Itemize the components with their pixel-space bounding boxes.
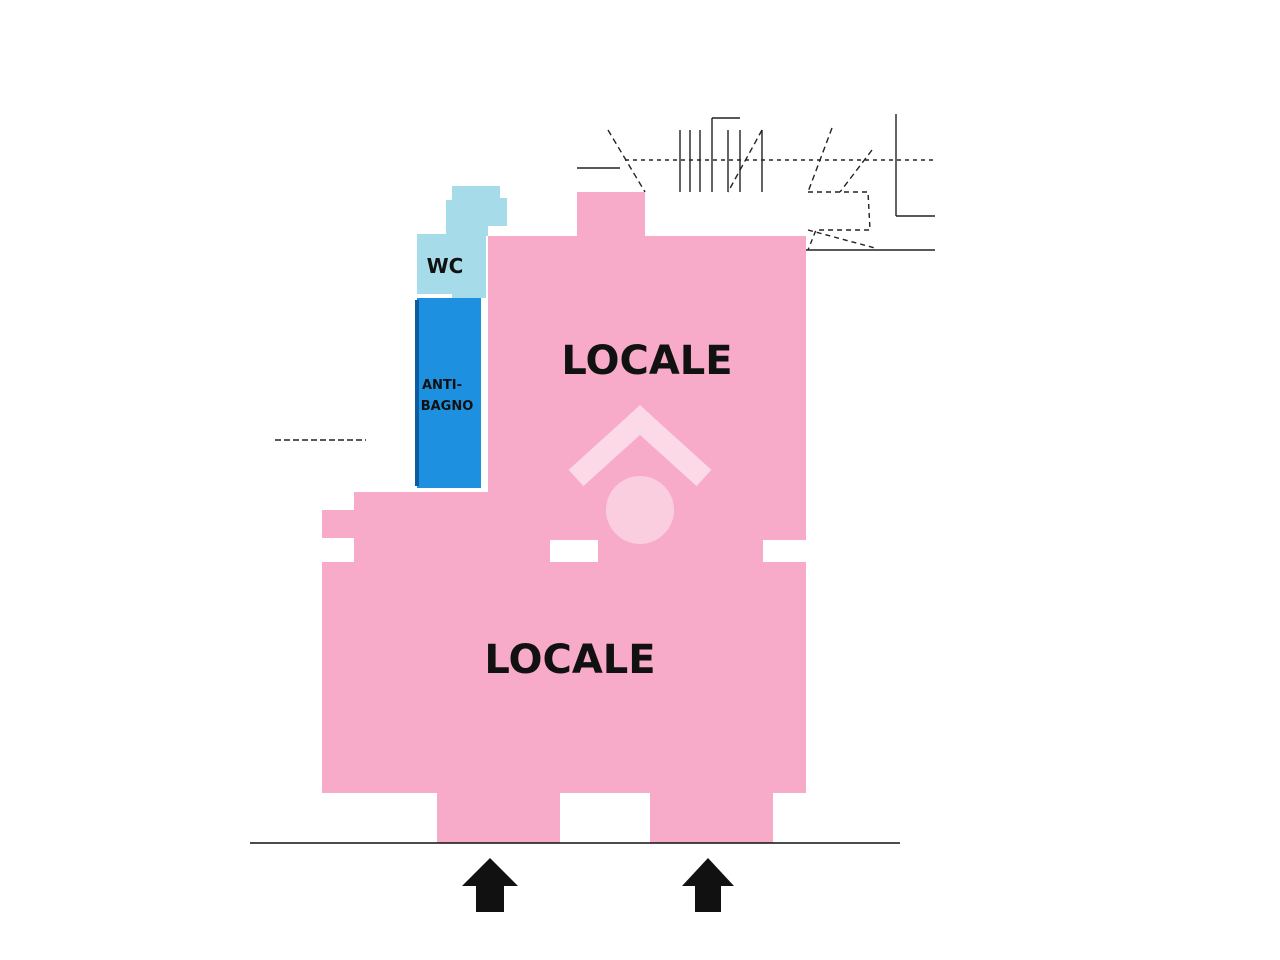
label-locale-upper: LOCALE (561, 338, 732, 384)
label-wc: WC (427, 254, 464, 278)
arrow-up-icon (682, 858, 734, 912)
room-wc (417, 186, 507, 298)
arrow-up-icon (462, 858, 518, 912)
logo-watermark-icon (568, 405, 712, 544)
antibagno-edge (415, 300, 419, 486)
label-antibagno-line1: ANTI- (422, 378, 462, 393)
room-locale-left-notch (322, 510, 354, 538)
label-locale-lower: LOCALE (484, 637, 655, 683)
staircase-sketch (577, 114, 935, 251)
room-locale-connector (354, 492, 488, 562)
room-locale-upper (488, 192, 806, 562)
room-locale-lower (322, 562, 806, 843)
label-antibagno-line2: BAGNO (421, 399, 474, 414)
room-antibagno (417, 298, 481, 488)
